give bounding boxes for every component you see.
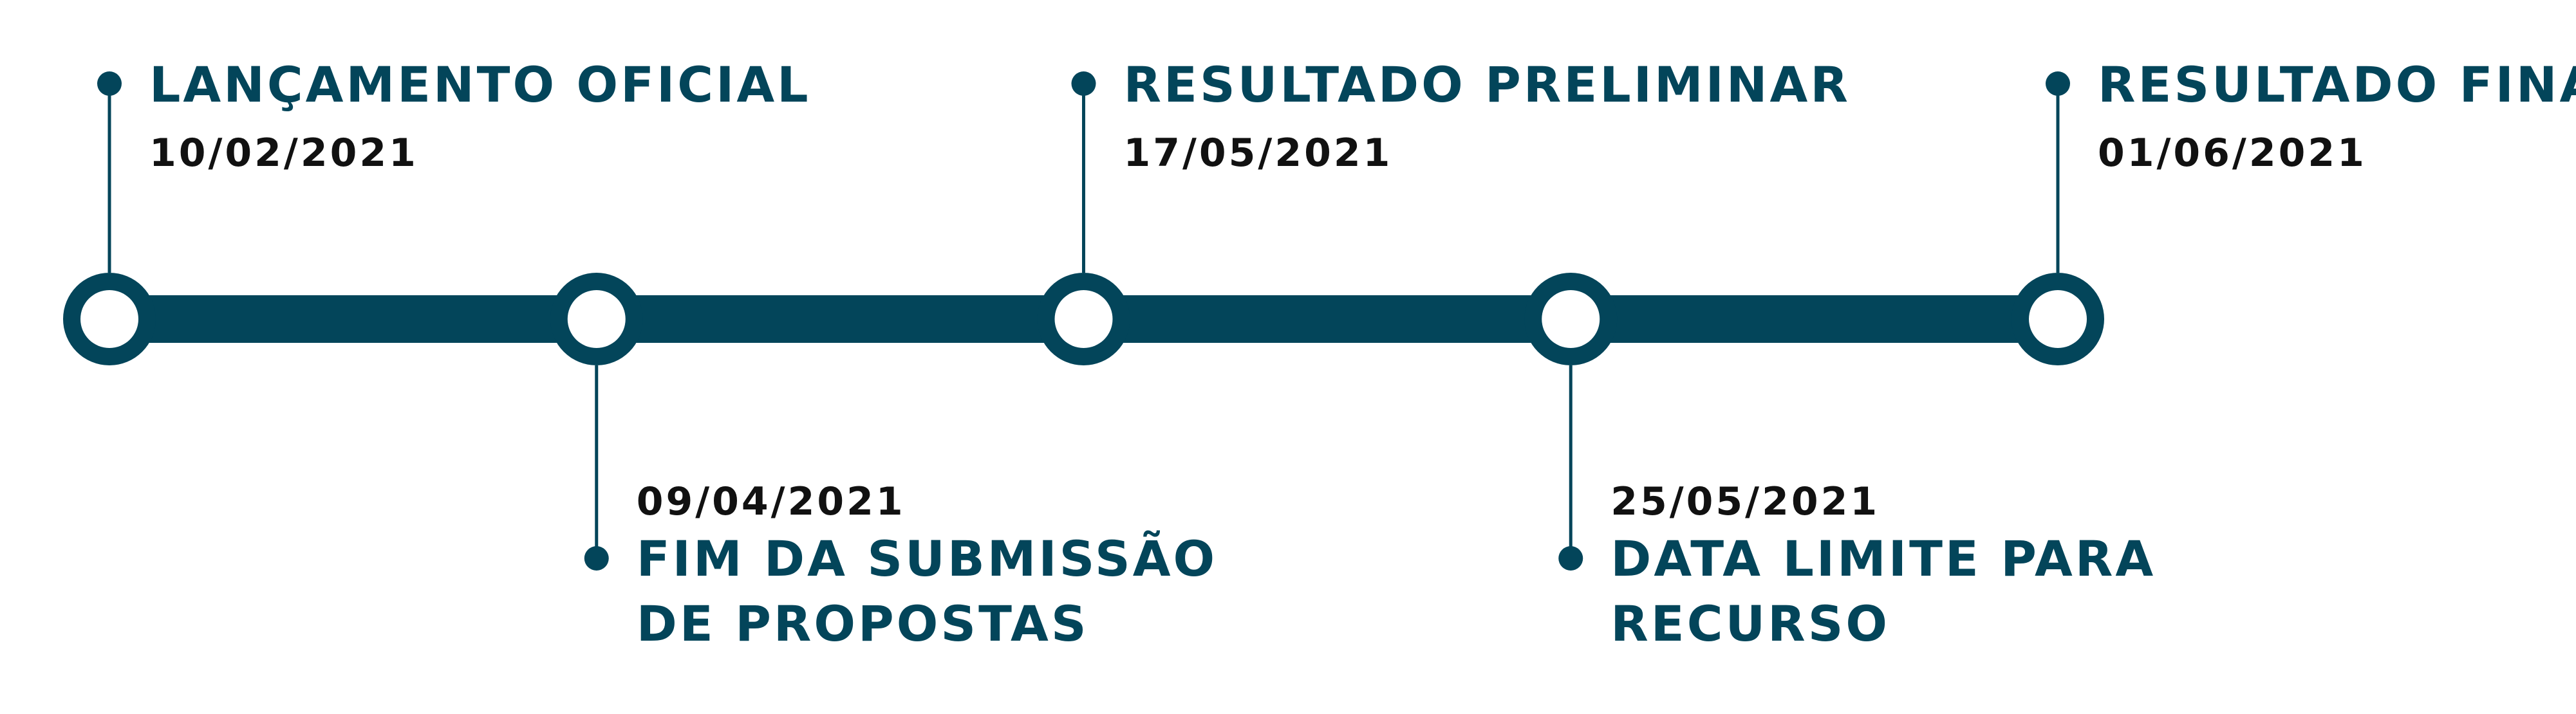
event-title: LANÇAMENTO OFICIAL (149, 56, 811, 113)
timeline-event-5: RESULTADO FINAL 01/06/2021 (2011, 56, 2576, 365)
timeline-event-3: RESULTADO PRELIMINAR 17/05/2021 (1037, 56, 1851, 365)
timeline-event-1: LANÇAMENTO OFICIAL 10/02/2021 (63, 56, 811, 365)
node-center (2029, 290, 2087, 348)
event-title-line: RECURSO (1610, 595, 1890, 652)
event-title-line: FIM DA SUBMISSÃO (637, 530, 1217, 587)
event-title-line: DE PROPOSTAS (637, 595, 1089, 652)
event-title: RESULTADO PRELIMINAR (1124, 56, 1851, 113)
node-center (1542, 290, 1600, 348)
node-center (1054, 290, 1113, 348)
event-date: 10/02/2021 (149, 131, 418, 176)
node-center (80, 290, 138, 348)
connector-dot (1558, 546, 1583, 571)
event-title-line: DATA LIMITE PARA (1610, 530, 2156, 587)
timeline-nodes: LANÇAMENTO OFICIAL 10/02/2021 09/04/2021FI… (63, 56, 2576, 652)
node-center (567, 290, 626, 348)
connector-dot (584, 546, 609, 571)
event-date: 17/05/2021 (1124, 131, 1393, 176)
event-date: 25/05/2021 (1610, 479, 1880, 524)
event-date: 01/06/2021 (2098, 131, 2367, 176)
event-date: 09/04/2021 (637, 479, 906, 524)
connector-dot (2046, 71, 2070, 96)
connector-dot (97, 71, 122, 96)
event-title: RESULTADO FINAL (2098, 56, 2576, 113)
connector-dot (1071, 71, 1096, 96)
